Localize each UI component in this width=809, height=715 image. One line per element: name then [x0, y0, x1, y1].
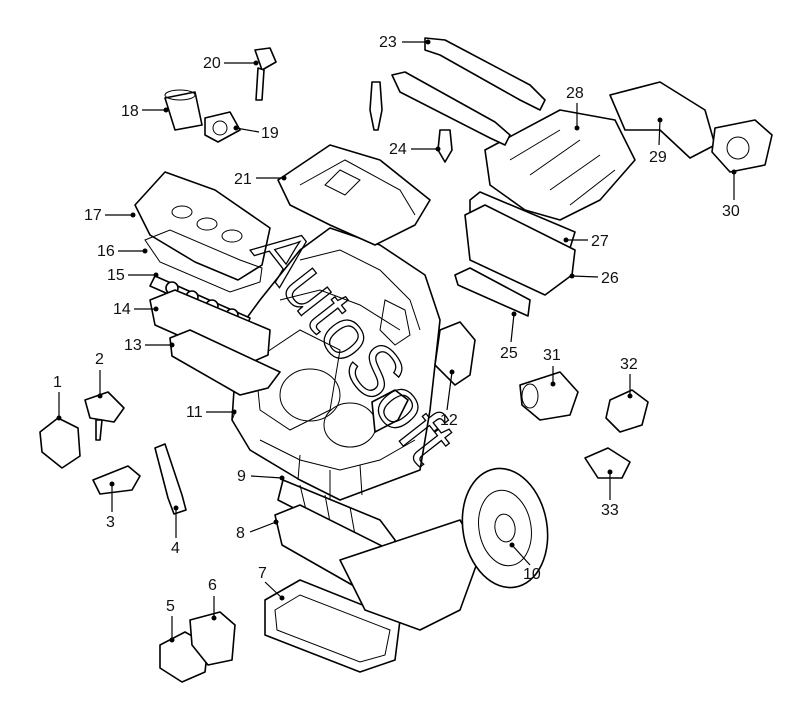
callout-15: 15 — [107, 267, 125, 284]
callout-16: 16 — [97, 243, 115, 260]
callout-26: 26 — [601, 270, 619, 287]
part-17-head-cover — [134, 171, 271, 281]
part-25-gasket — [454, 267, 531, 317]
part-32-mount — [605, 389, 649, 433]
fuel-rail-lower — [391, 71, 511, 146]
callout-12: 12 — [440, 412, 458, 429]
callout-33: 33 — [601, 502, 619, 519]
part-7-oil-pan — [264, 579, 401, 673]
callout-32: 32 — [620, 356, 638, 373]
callout-18: 18 — [121, 103, 139, 120]
callout-3: 3 — [106, 514, 115, 531]
callout-21: 21 — [234, 171, 252, 188]
callout-13: 13 — [124, 337, 142, 354]
part-30-throttle-body — [711, 119, 773, 173]
callout-19: 19 — [261, 125, 279, 142]
callout-20: 20 — [203, 55, 221, 72]
part-20-sensor — [254, 47, 277, 101]
callout-25: 25 — [500, 345, 518, 362]
part-24-injector — [437, 129, 453, 163]
part-23-fuel-rail — [424, 37, 546, 111]
callout-30: 30 — [722, 203, 740, 220]
callout-7: 7 — [258, 565, 267, 582]
spark-plug — [369, 81, 383, 131]
callout-23: 23 — [379, 34, 397, 51]
callout-14: 14 — [113, 301, 131, 318]
part-16-gasket — [144, 229, 263, 293]
callout-2: 2 — [95, 351, 104, 368]
callout-10: 10 — [523, 566, 541, 583]
part-4-dipstick-tube — [154, 443, 187, 515]
callout-24: 24 — [389, 141, 407, 158]
timing-cover — [339, 519, 481, 631]
callout-29: 29 — [649, 149, 667, 166]
part-33-sensor — [584, 447, 631, 479]
part-13-head-gasket — [169, 329, 281, 396]
engine-block-part — [231, 227, 441, 501]
callout-28: 28 — [566, 85, 584, 102]
part-6-bracket — [189, 611, 236, 666]
part-2-mount — [84, 391, 125, 441]
callout-17: 17 — [84, 207, 102, 224]
part-14-cylinder-head — [149, 289, 271, 366]
callout-6: 6 — [208, 577, 217, 594]
part-28-intake-manifold — [484, 109, 636, 221]
callout-27: 27 — [591, 233, 609, 250]
part-19-pulley — [204, 111, 241, 143]
callout-5: 5 — [166, 598, 175, 615]
callout-8: 8 — [236, 525, 245, 542]
part-12-water-pump — [371, 321, 476, 433]
callout-4: 4 — [171, 540, 180, 557]
part-1-mount — [39, 417, 81, 469]
callout-31: 31 — [543, 347, 561, 364]
callouts: 1 2 3 4 5 6 7 8 9 10 11 12 13 — [53, 34, 740, 643]
part-9-crankshaft — [277, 479, 396, 553]
part-18-filter — [164, 89, 203, 131]
part-21-cover — [277, 144, 431, 246]
callout-9: 9 — [237, 468, 246, 485]
part-10-flywheel — [461, 467, 549, 589]
part-31-starter — [519, 371, 579, 421]
callout-11: 11 — [186, 404, 203, 421]
callout-1: 1 — [53, 374, 62, 391]
part-3-sensor — [92, 465, 141, 495]
